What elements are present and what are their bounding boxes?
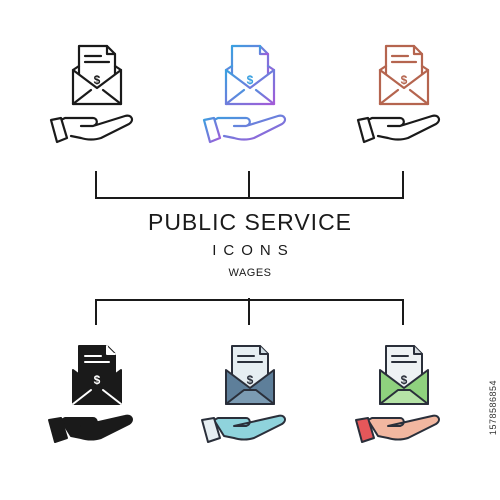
svg-text:$: $ (247, 373, 254, 387)
svg-text:$: $ (94, 373, 101, 387)
page-subtitle: ICONS (212, 242, 295, 259)
wages-gradient-outline-icon: $ (190, 40, 310, 160)
wages-outline-black-icon: $ (37, 40, 157, 160)
wages-filled-blue-icon: $ (190, 340, 310, 460)
wages-outline-brown-icon: $ (344, 40, 464, 160)
svg-text:$: $ (401, 73, 408, 87)
svg-text:$: $ (401, 373, 408, 387)
page-title: PUBLIC SERVICE (147, 209, 353, 235)
title-block: PUBLIC SERVICE ICONS WAGES (0, 208, 500, 280)
stock-id-label: 1578586854 (488, 380, 498, 436)
wages-glyph-black-icon: $ (37, 340, 157, 460)
icon-caption: WAGES (228, 267, 272, 279)
svg-text:$: $ (247, 73, 254, 87)
svg-text:$: $ (94, 73, 101, 87)
wages-filled-color-icon: $ (344, 340, 464, 460)
